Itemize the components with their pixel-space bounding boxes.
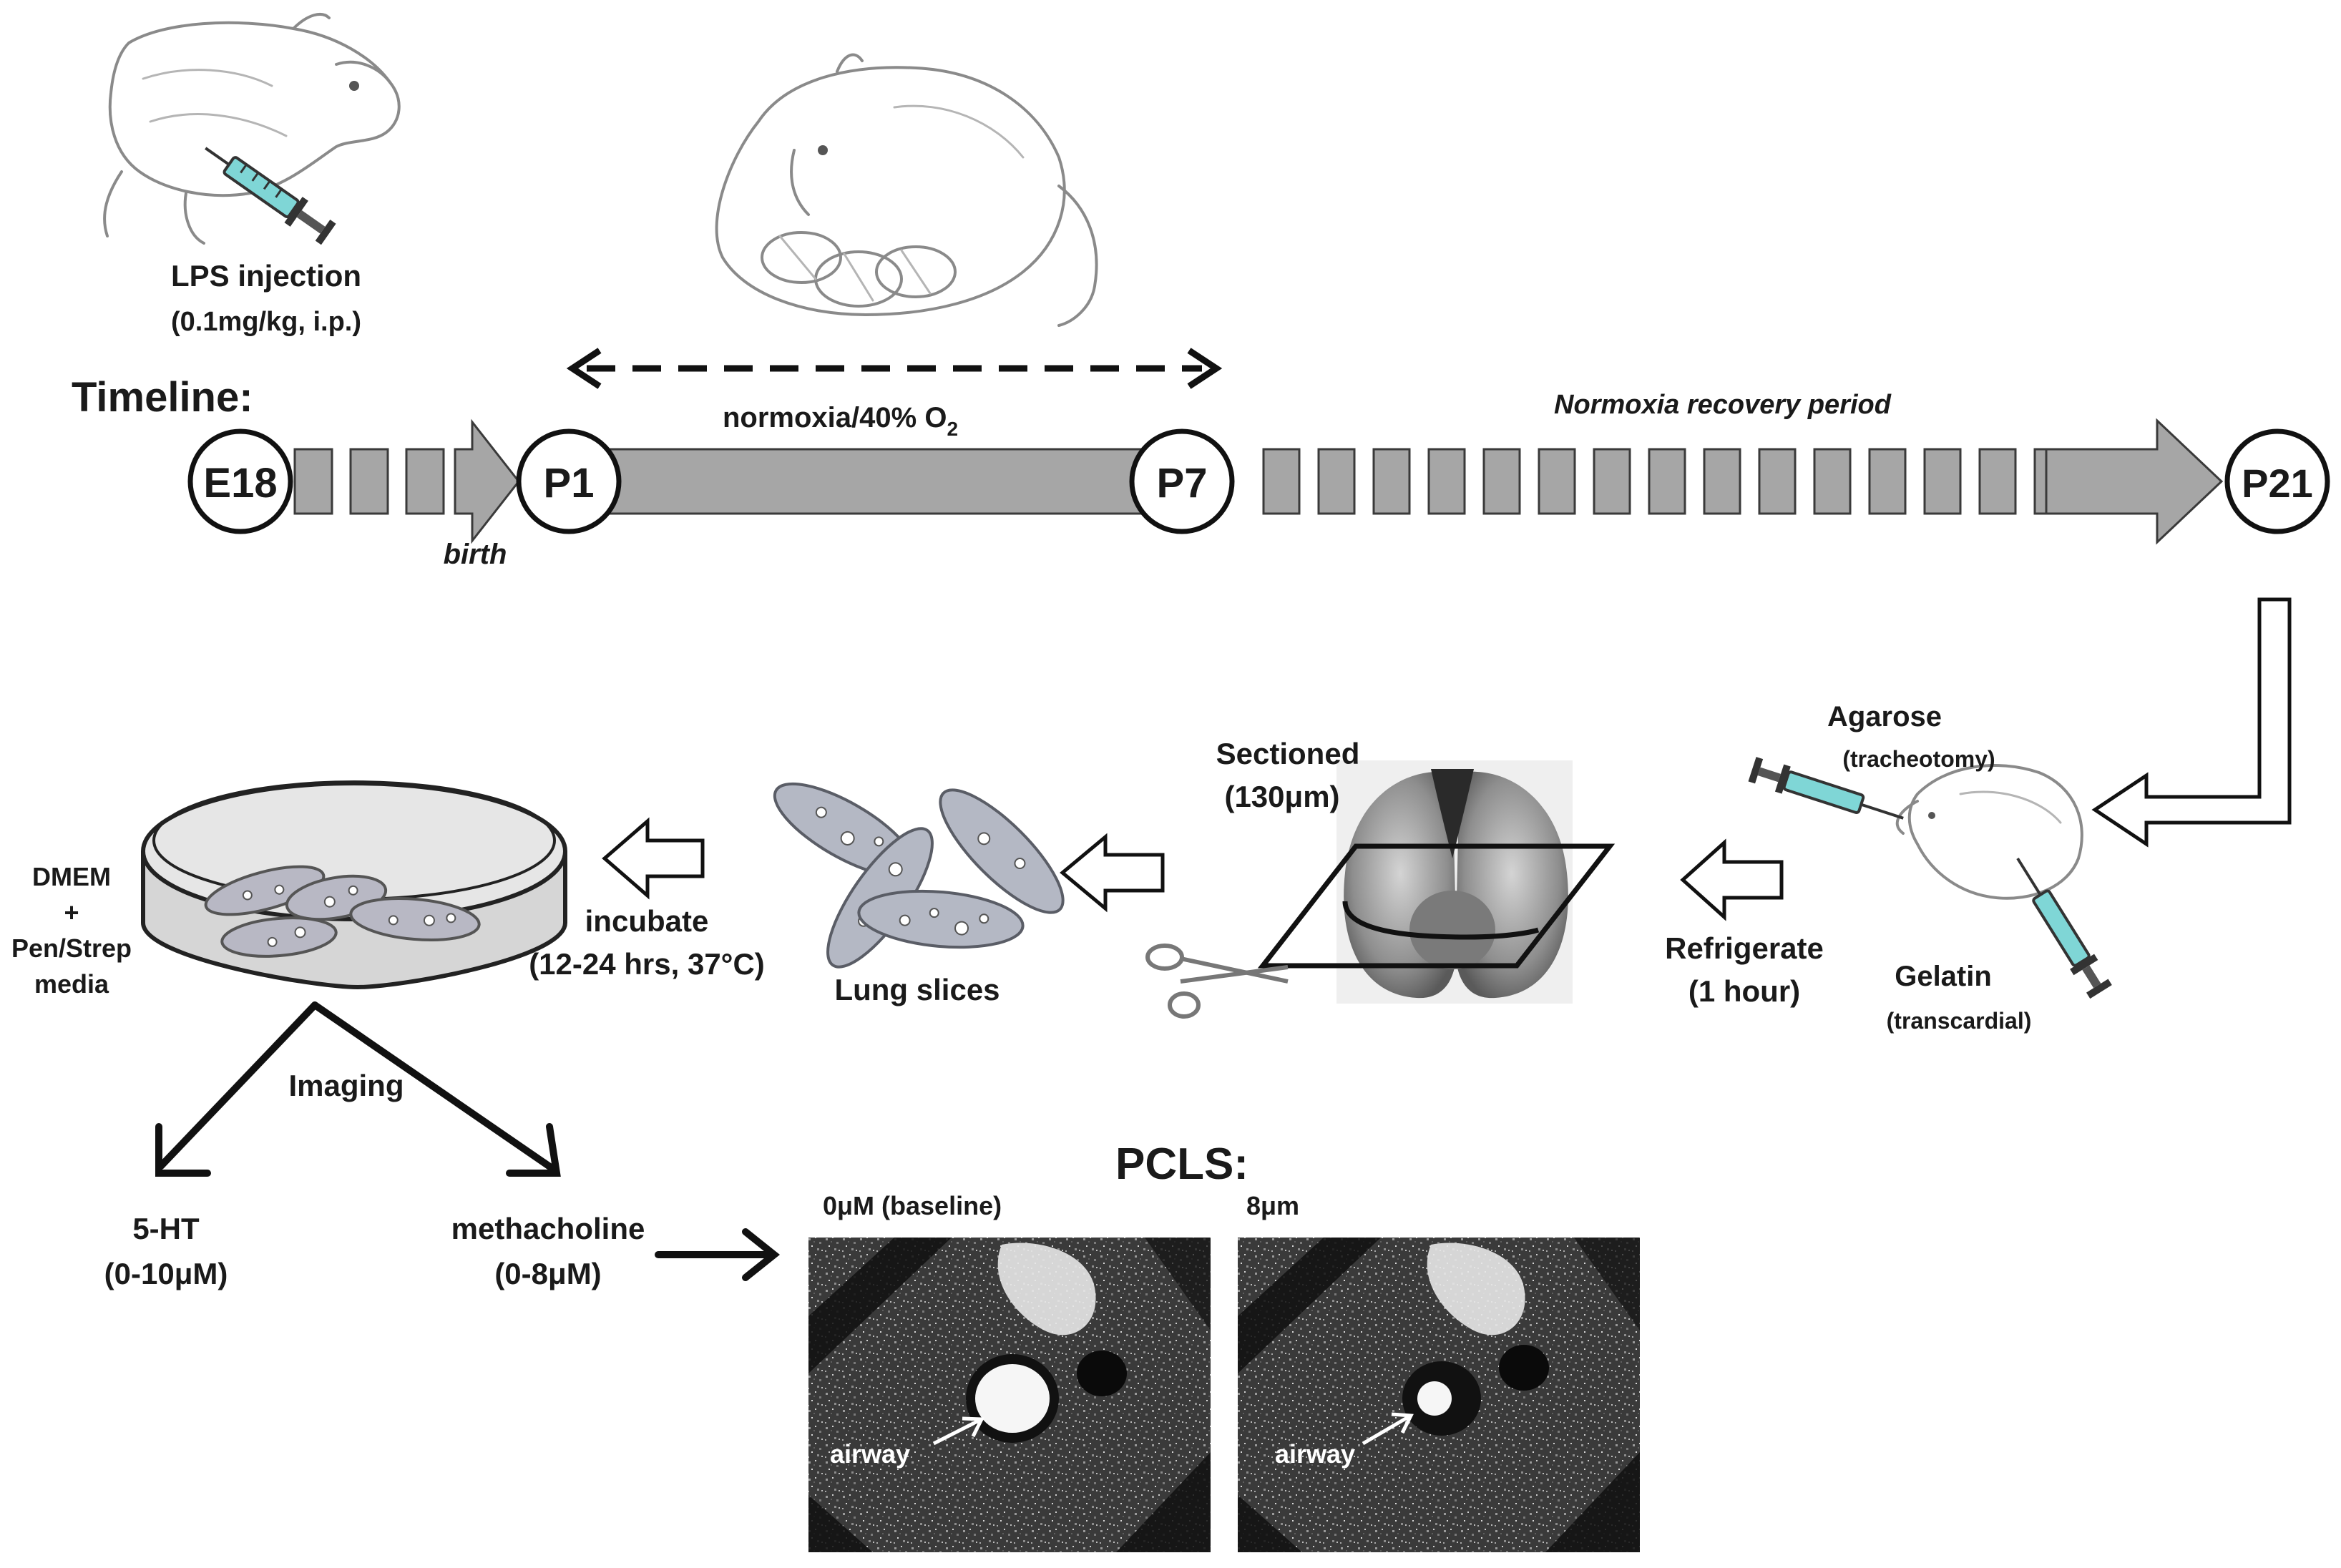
serotonin-label: 5-HT — [132, 1212, 200, 1245]
normoxia-o2-label: normoxia/40% O2 — [723, 402, 958, 440]
timeline-bar — [293, 418, 2224, 545]
methacholine-range-label: (0-8μM) — [494, 1257, 601, 1290]
imaging-label: Imaging — [288, 1069, 404, 1102]
section-cut-line — [1342, 901, 1540, 940]
section-plane — [1257, 843, 1616, 969]
incubate-label: incubate — [585, 904, 709, 938]
dmem-label: DMEM — [32, 862, 111, 891]
sectioned-thickness-label: (130μm) — [1224, 780, 1339, 813]
recovery-period-label: Normoxia recovery period — [1554, 390, 1892, 420]
lung-photo — [1336, 760, 1573, 1004]
timepoint-p7: P7 — [1129, 428, 1235, 534]
methacholine-label: methacholine — [451, 1212, 645, 1245]
petri-dish-illustration — [141, 780, 567, 990]
gelatin-label: Gelatin — [1895, 961, 1992, 992]
lung-slices-illustration — [773, 782, 1065, 969]
scissors-icon — [1145, 944, 1289, 1019]
timepoint-p21: P21 — [2224, 428, 2330, 534]
mother-rat-with-pups-illustration — [715, 53, 1098, 327]
slices-arrow — [1060, 833, 1165, 913]
refrigerate-time-label: (1 hour) — [1688, 974, 1800, 1008]
pcls-baseline-micrograph: airway — [808, 1238, 1211, 1552]
refrigerate-label: Refrigerate — [1665, 931, 1824, 965]
agarose-label: Agarose — [1827, 701, 1942, 732]
timeline-title: Timeline: — [72, 374, 253, 421]
transcardial-label: (transcardial) — [1887, 1008, 2032, 1034]
refrigerate-arrow — [1680, 838, 1784, 921]
pregnant-rat-illustration — [103, 13, 401, 245]
sectioned-label: Sectioned — [1216, 737, 1360, 770]
lung-slices-label: Lung slices — [834, 973, 1000, 1006]
imaging-branch-arrows — [155, 1001, 561, 1177]
tracheotomy-label: (tracheotomy) — [1842, 746, 1995, 772]
timepoint-p7-label: P7 — [1157, 460, 1208, 506]
lps-dose-label: (0.1mg/kg, i.p.) — [171, 307, 361, 337]
incubate-arrow — [602, 817, 705, 900]
timepoint-p1-label: P1 — [544, 460, 595, 506]
lps-injection-label: LPS injection — [171, 259, 361, 293]
p21-down-arrow — [2091, 597, 2292, 848]
exposure-period-dashed-arrow — [566, 348, 1223, 389]
timepoint-p1: P1 — [516, 428, 622, 534]
media-label: media — [34, 969, 109, 999]
plus-label: + — [64, 898, 79, 927]
syringe-icon — [205, 147, 336, 245]
agarose-syringe-icon — [1748, 757, 1904, 820]
incubate-conditions-label: (12-24 hrs, 37°C) — [529, 947, 765, 981]
methacholine-to-pcls-arrow — [655, 1228, 781, 1281]
tracheotomy-rat-illustration — [1895, 764, 2083, 900]
baseline-label: 0μM (baseline) — [823, 1191, 1002, 1220]
timepoint-p21-label: P21 — [2242, 461, 2313, 506]
pcls-title: PCLS: — [1115, 1140, 1248, 1189]
gelatin-syringe-icon — [2016, 857, 2112, 999]
serotonin-range-label: (0-10μM) — [104, 1257, 228, 1290]
birth-label: birth — [444, 539, 507, 570]
airway-label-baseline: airway — [830, 1439, 910, 1469]
timepoint-e18: E18 — [187, 428, 293, 534]
airway-label-8um: airway — [1275, 1439, 1355, 1469]
timepoint-e18-label: E18 — [203, 460, 277, 506]
eight-micrometer-label: 8μm — [1246, 1191, 1299, 1220]
pcls-8um-micrograph: airway — [1238, 1238, 1640, 1552]
penstrep-label: Pen/Strep — [11, 934, 132, 963]
recovery-boxes — [1262, 448, 2072, 515]
